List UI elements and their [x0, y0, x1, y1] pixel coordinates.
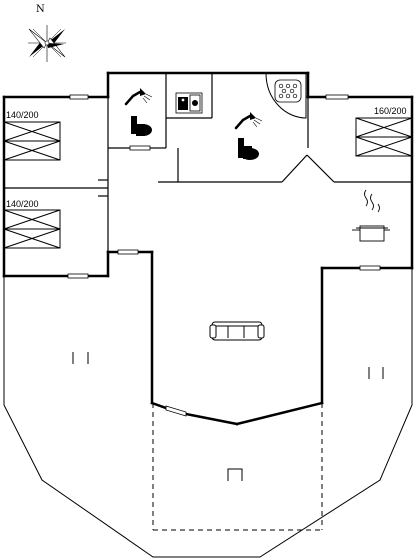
sofa-icon: [209, 321, 265, 341]
bed-icon: [355, 117, 413, 157]
garden-chair-icon: [368, 367, 384, 379]
bed-icon: [3, 209, 61, 249]
toilet-icon: [238, 138, 259, 160]
jacuzzi-icon: [265, 72, 307, 119]
garden-chair-icon: [72, 352, 89, 364]
compass-north-label: N: [36, 4, 45, 15]
bed-size-label: 160/200: [374, 106, 407, 116]
kitchen-pot-icon: [352, 189, 390, 242]
windows: [67, 94, 381, 417]
washing-machine-icon: [175, 92, 203, 114]
shower-icon: [124, 88, 153, 106]
bed-size-label: 140/200: [6, 199, 39, 209]
house-walls: [2, 71, 414, 426]
compass-rose-icon: [28, 25, 66, 62]
bed-icon: [3, 121, 61, 161]
interior-walls: [4, 73, 412, 252]
terrace-outline: [3, 268, 413, 558]
garden-table-icon: [227, 468, 243, 481]
covered-terrace: [152, 403, 323, 531]
bed-size-label: 140/200: [6, 110, 39, 120]
toilet-icon: [131, 116, 152, 136]
shower-icon: [234, 112, 263, 130]
